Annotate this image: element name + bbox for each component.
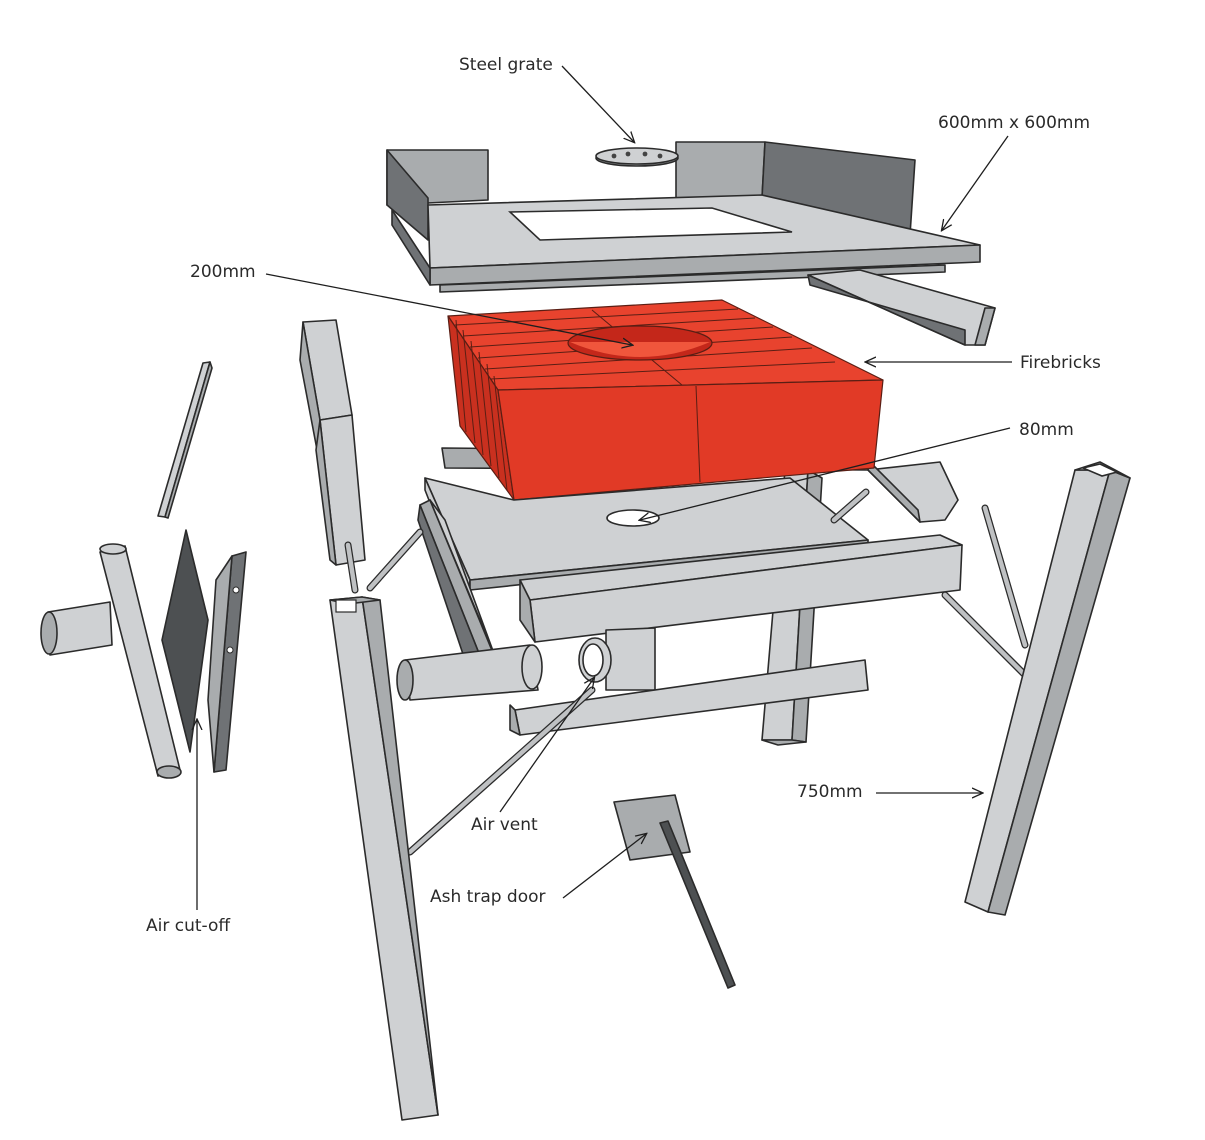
label-hole-top: 200mm bbox=[190, 262, 256, 282]
label-ash-trap-door: Ash trap door bbox=[430, 887, 546, 907]
label-leg-length: 750mm bbox=[797, 782, 863, 802]
grate-opening bbox=[508, 207, 793, 241]
front-channel-rail bbox=[519, 534, 963, 643]
labels: Steel grate 600mm x 600mm 200mm Firebric… bbox=[146, 55, 1101, 936]
front-left-upper-leg bbox=[299, 319, 366, 566]
front-left-leg bbox=[329, 596, 439, 1121]
leader-ash-trap-door bbox=[562, 834, 646, 899]
air-cut-off-channel bbox=[157, 361, 213, 519]
leader-size-top bbox=[942, 135, 1009, 230]
diagonal-braces bbox=[344, 488, 1034, 856]
label-size-top: 600mm x 600mm bbox=[938, 113, 1090, 133]
leader-air-vent bbox=[499, 678, 594, 813]
top-angle-bracket bbox=[807, 269, 996, 346]
label-steel-grate: Steel grate bbox=[459, 55, 553, 75]
label-firebricks: Firebricks bbox=[1020, 353, 1101, 373]
right-leg bbox=[964, 461, 1131, 916]
leader-lines bbox=[197, 65, 1012, 910]
leader-steel-grate bbox=[561, 65, 634, 142]
air-cut-off-assembly bbox=[40, 529, 247, 779]
leader-hole-top bbox=[265, 273, 632, 345]
steel-grate bbox=[595, 147, 679, 167]
label-air-cut-off: Air cut-off bbox=[146, 916, 231, 936]
firebricks bbox=[447, 299, 884, 501]
air-vent-pipe bbox=[396, 627, 656, 701]
label-air-vent: Air vent bbox=[471, 815, 538, 835]
label-hole-bottom: 80mm bbox=[1019, 420, 1074, 440]
leader-hole-bottom bbox=[640, 427, 1011, 520]
ash-trap-door bbox=[613, 794, 736, 989]
lower-rail bbox=[509, 659, 869, 736]
top-plate bbox=[386, 141, 981, 293]
